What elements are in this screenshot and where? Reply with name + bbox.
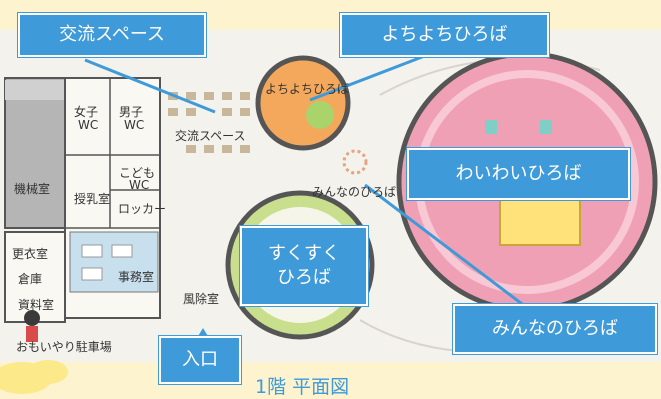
mascot-head <box>24 310 40 326</box>
label-exchange-space: 交流スペース <box>175 129 246 143</box>
office-desk <box>81 267 103 281</box>
callout-minna: みんなのひろば <box>453 304 657 354</box>
office-desk <box>81 244 103 258</box>
label-girls-room: 女子 <box>74 105 99 119</box>
yochiyochi-mat <box>306 101 334 129</box>
callout-sukusuku-line2: ひろば <box>277 267 331 288</box>
callout-sukusuku-line1: すくすく <box>268 242 340 264</box>
label-kids: こども <box>119 166 156 180</box>
figure-caption: 1階 平面図 <box>255 376 350 398</box>
label-kids-wc: WC <box>129 178 150 192</box>
callout-entrance: 入口 <box>159 336 241 384</box>
label-archive: 資料室 <box>18 298 55 312</box>
label-yochiyochi: よちよちひろば <box>265 82 350 96</box>
entrance-arrow <box>197 328 209 338</box>
label-girls-wc: WC <box>78 118 99 132</box>
mascot-body <box>26 326 38 342</box>
label-changing-room: 更衣室 <box>12 247 49 261</box>
callout-yochiyochi: よちよちひろば <box>340 13 549 57</box>
yochiyochi-area <box>255 55 351 151</box>
label-minna: みんなのひろば <box>312 185 397 199</box>
machine-room-detail <box>5 80 65 100</box>
label-boys-room: 男子 <box>119 105 144 119</box>
minna-pointer <box>364 183 531 312</box>
waiwai-mat <box>485 120 497 134</box>
label-storage: 倉庫 <box>18 272 43 286</box>
yochiyochi-pointer <box>309 50 436 102</box>
callout-exchange-space: 交流スペース <box>18 13 206 57</box>
label-machine-room: 機械室 <box>14 182 51 196</box>
minna-rug <box>342 149 368 175</box>
label-windbreak: 風除室 <box>183 292 220 306</box>
waiwai-mat <box>540 120 552 134</box>
label-nursing-room: 授乳室 <box>74 192 111 206</box>
callout-sukusuku: すくすく ひろば <box>240 226 368 306</box>
label-boys-wc: WC <box>124 118 145 132</box>
machine-room <box>4 77 66 229</box>
callout-waiwai: わいわいひろば <box>407 148 630 200</box>
label-parking: おもいやり駐車場 <box>16 340 112 354</box>
koryu-pointer <box>84 58 216 114</box>
office-room <box>69 231 159 293</box>
cloud-decoration <box>28 360 68 384</box>
label-office: 事務室 <box>118 270 155 284</box>
office-desk <box>111 244 133 258</box>
label-locker: ロッカー <box>118 202 167 216</box>
